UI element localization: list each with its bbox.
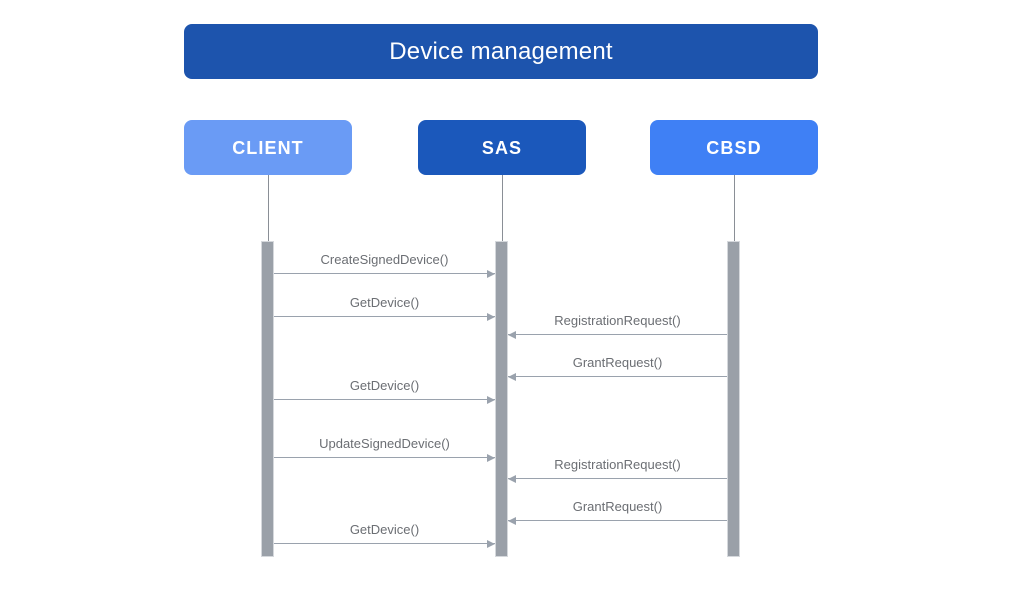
actor-header-sas[interactable]: SAS	[418, 120, 586, 175]
message-line	[508, 478, 727, 479]
actor-header-client[interactable]: CLIENT	[184, 120, 352, 175]
message-line	[274, 457, 495, 458]
actor-label-sas: SAS	[481, 137, 523, 158]
message-label: GrantRequest()	[572, 355, 663, 370]
diagram-title-banner: Device management	[184, 24, 818, 79]
activation-bar-sas	[495, 241, 508, 557]
message-line	[274, 543, 495, 544]
activation-bar-cbsd	[727, 241, 740, 557]
message-arrowhead-left	[508, 330, 516, 339]
lifeline-client	[268, 175, 269, 242]
message-label: GetDevice()	[349, 295, 420, 310]
message-label: GrantRequest()	[572, 499, 663, 514]
message-line	[508, 334, 727, 335]
message-label: GetDevice()	[349, 378, 420, 393]
message-label: GetDevice()	[349, 522, 420, 537]
message-arrowhead-right	[487, 312, 495, 321]
page-title: Device management	[389, 37, 613, 65]
activation-bar-client	[261, 241, 274, 557]
lifeline-sas	[502, 175, 503, 242]
message-label: RegistrationRequest()	[554, 313, 681, 328]
message-line	[274, 316, 495, 317]
message-label: CreateSignedDevice()	[320, 252, 449, 267]
message-line	[508, 376, 727, 377]
actor-label-client: CLIENT	[232, 137, 304, 158]
message-arrowhead-right	[487, 453, 495, 462]
message-arrowhead-right	[487, 395, 495, 404]
message-arrowhead-right	[487, 539, 495, 548]
actor-header-cbsd[interactable]: CBSD	[650, 120, 818, 175]
message-arrowhead-left	[508, 516, 516, 525]
actor-label-cbsd: CBSD	[706, 137, 762, 158]
message-line	[274, 399, 495, 400]
message-line	[274, 273, 495, 274]
message-arrowhead-left	[508, 372, 516, 381]
message-label: RegistrationRequest()	[554, 457, 681, 472]
message-label: UpdateSignedDevice()	[319, 436, 450, 451]
message-arrowhead-left	[508, 474, 516, 483]
lifeline-cbsd	[734, 175, 735, 242]
message-line	[508, 520, 727, 521]
message-arrowhead-right	[487, 269, 495, 278]
